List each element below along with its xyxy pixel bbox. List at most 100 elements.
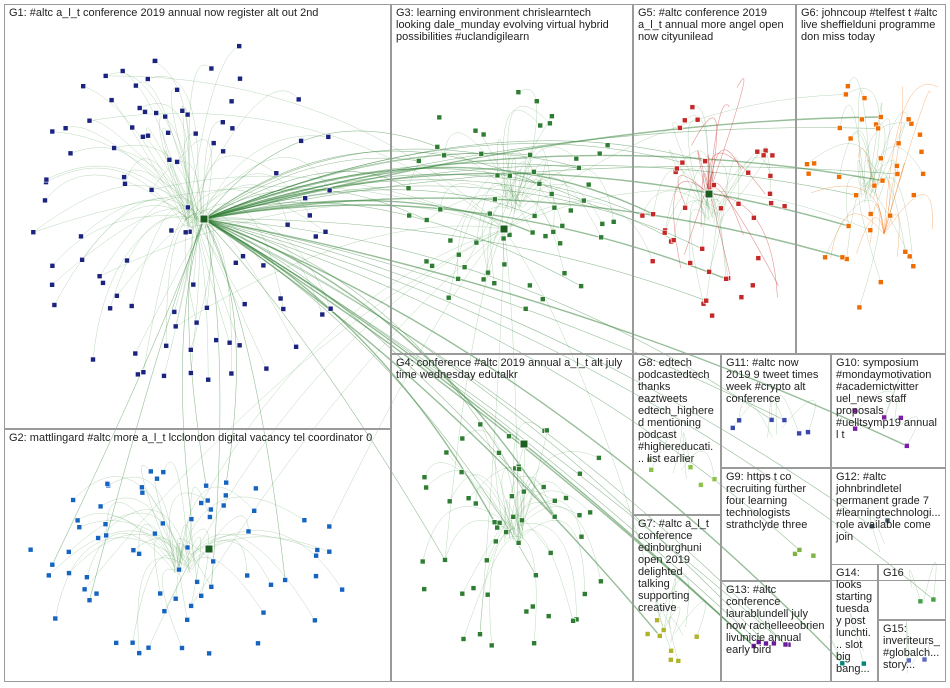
edge: [147, 75, 199, 211]
vertex-node: [698, 482, 704, 488]
vertex-node: [654, 617, 660, 624]
edge: [883, 84, 939, 235]
edge: [203, 218, 786, 645]
vertex-node: [577, 470, 583, 477]
vertex-node: [142, 109, 148, 115]
vertex-node: [796, 430, 802, 437]
vertex-node: [124, 257, 130, 264]
edge: [105, 72, 198, 211]
vertex-node: [205, 376, 211, 383]
vertex-node: [226, 339, 233, 346]
edge: [185, 107, 204, 217]
vertex-node: [160, 469, 167, 475]
edge: [165, 212, 203, 346]
edge: [132, 554, 183, 643]
vertex-node: [903, 443, 910, 449]
edge: [186, 540, 272, 585]
vertex-node: [198, 500, 204, 506]
vertex-node: [188, 603, 194, 609]
edge: [89, 112, 505, 230]
edge: [689, 209, 711, 304]
edge: [689, 201, 707, 264]
vertex-node: [871, 182, 878, 189]
edge: [203, 218, 446, 561]
vertex-node: [887, 212, 893, 219]
vertex-node: [312, 233, 319, 240]
vertex-node: [503, 529, 509, 535]
vertex-node: [693, 633, 700, 640]
vertex-node: [509, 493, 515, 500]
edge: [191, 209, 245, 305]
group-g1-label: G1: #altc a_l_t conference 2019 annual n…: [9, 7, 319, 19]
edge: [203, 150, 540, 220]
vertex-node: [843, 91, 849, 98]
vertex-node: [182, 229, 189, 236]
vertex-node: [527, 282, 533, 289]
vertex-node: [549, 113, 555, 119]
edge: [863, 169, 906, 252]
edge: [55, 537, 176, 619]
vertex-node: [268, 581, 274, 588]
vertex-node: [486, 210, 493, 217]
group-g12-label: G12: #altc johnbrindletel permanent grad…: [836, 471, 944, 543]
vertex-node: [102, 521, 109, 528]
edge: [708, 154, 711, 196]
vertex-node: [702, 158, 708, 164]
vertex-node: [781, 417, 788, 423]
edge: [203, 218, 786, 645]
edge: [181, 105, 189, 223]
vertex-node: [646, 456, 653, 463]
vertex-node: [847, 135, 854, 142]
edge: [854, 391, 897, 422]
edge: [163, 149, 201, 223]
vertex-node: [441, 152, 447, 159]
edge: [189, 538, 248, 576]
vertex-node: [473, 239, 480, 246]
vertex-node: [551, 204, 558, 211]
vertex-node: [711, 182, 717, 188]
vertex-node: [326, 548, 333, 555]
edge: [871, 111, 909, 186]
edge: [708, 149, 742, 195]
vertex-node: [78, 233, 84, 240]
vertex-node: [188, 370, 194, 376]
vertex-node: [188, 516, 195, 522]
vertex-node: [687, 260, 694, 266]
vertex-node: [298, 138, 304, 144]
edge: [869, 513, 885, 545]
edge: [44, 174, 186, 218]
vertex-node: [465, 495, 472, 502]
vertex-node: [491, 280, 498, 287]
vertex-node: [136, 550, 142, 557]
vertex-node: [206, 650, 212, 657]
vertex-node: [576, 165, 582, 171]
edge: [909, 641, 930, 668]
vertex-node: [148, 468, 154, 475]
vertex-node: [136, 105, 143, 111]
vertex-node: [423, 258, 430, 265]
edge: [672, 122, 706, 208]
vertex-node: [194, 579, 200, 585]
vertex-node: [184, 616, 190, 623]
edge: [878, 161, 896, 216]
vertex-node: [557, 240, 563, 247]
vertex-node: [598, 578, 604, 585]
vertex-node: [129, 124, 135, 131]
edge: [146, 127, 199, 223]
edge: [202, 135, 329, 215]
vertex-node: [723, 275, 729, 282]
vertex-node: [208, 65, 215, 72]
vertex-node: [810, 552, 817, 559]
vertex-node: [596, 455, 602, 461]
edge: [86, 533, 176, 578]
vertex-node: [443, 449, 450, 456]
vertex-node: [163, 342, 169, 349]
group-g10-label: G10: symposium #mondaymotivation #academ…: [836, 357, 940, 441]
edge: [70, 147, 200, 221]
edge: [508, 169, 521, 235]
vertex-node: [845, 223, 852, 229]
vertex-node: [522, 305, 529, 312]
vertex-node: [236, 342, 243, 349]
edge: [92, 210, 186, 360]
vertex-node: [302, 195, 309, 201]
